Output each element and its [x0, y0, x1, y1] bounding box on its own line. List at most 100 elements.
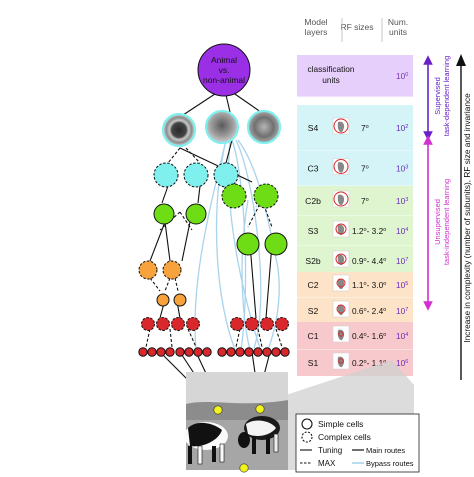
learning-arrows: Supervised task-dependent learning Unsup… [423, 54, 472, 380]
header-num: Num. [388, 17, 408, 27]
top-node-line2: vs. [219, 65, 230, 75]
band-c2 [297, 272, 413, 298]
c1-node [230, 317, 244, 331]
s1-node [156, 347, 166, 357]
c2b-node [253, 183, 279, 209]
layer-name: S3 [308, 226, 319, 236]
c3-node [213, 162, 239, 188]
c3-node [183, 162, 209, 188]
legend-simple-icon [301, 418, 313, 430]
layer-row-c2b: C2b 7o 103 [305, 190, 408, 208]
cow-right [238, 416, 280, 454]
layer-name: S2 [308, 306, 319, 316]
input-image [184, 372, 288, 473]
rf-circle [333, 191, 349, 207]
legend-main-routes: Main routes [366, 446, 405, 455]
c2-node [138, 260, 158, 280]
rf-size: 0.9o- 4.4o [352, 256, 386, 266]
rf-circle [338, 331, 344, 337]
cell-nodes [138, 162, 290, 357]
s1-node [202, 347, 212, 357]
supervised-sublabel: task-dependent learning [442, 56, 451, 136]
rf-size: 7o [361, 196, 369, 206]
s1-node [193, 347, 203, 357]
header-layers: layers [305, 27, 328, 37]
num-units: 106 [396, 358, 408, 368]
rf-circle [333, 118, 349, 134]
s1-node [165, 347, 175, 357]
s1-node [271, 347, 281, 357]
band-s2b [297, 246, 413, 276]
band-c2b [297, 186, 413, 216]
table-header: Model layers RF sizes Num. units [304, 17, 408, 42]
layer-row-s3: S3 1.2o- 3.2o 104 [308, 220, 408, 238]
band-c3 [297, 151, 413, 186]
band-classification [297, 55, 413, 97]
s1-node [217, 347, 227, 357]
top-node-line3: non-animal [203, 75, 245, 85]
num-units: 100 [396, 71, 408, 81]
s2b-node [264, 232, 288, 256]
band-s4 [297, 105, 413, 151]
num-units: 103 [396, 164, 408, 174]
c1-node [245, 317, 259, 331]
layer-name: C2b [305, 196, 321, 206]
animal-node [204, 109, 240, 145]
rf-circle [336, 278, 346, 288]
num-units: 103 [396, 196, 408, 206]
s1-node [280, 347, 290, 357]
c1-node [186, 317, 200, 331]
legend: Simple cells Complex cells Tuning MAX Ma… [295, 413, 420, 473]
s3-node [185, 203, 207, 225]
layer-bands [297, 55, 413, 376]
legend-complex-icon [301, 431, 313, 443]
s1-node [235, 347, 245, 357]
rf-circle [335, 223, 347, 235]
num-units: 107 [396, 256, 408, 266]
band-s3 [297, 216, 413, 246]
legend-bypass-routes: Bypass routes [366, 459, 414, 468]
legend-tuning: Tuning [318, 446, 342, 455]
rf-circle [333, 159, 349, 174]
layer-name: S1 [308, 358, 319, 368]
band-s2 [297, 298, 413, 324]
rf-circle [338, 358, 344, 364]
s1-node [138, 347, 148, 357]
unsupervised-label: Unsupervised [433, 199, 442, 245]
s2b-node [236, 232, 260, 256]
s1-node [184, 347, 194, 357]
s2-node [156, 293, 170, 307]
layer-row-s2b: S2b 0.9o- 4.4o 107 [305, 250, 408, 268]
c1-node [156, 317, 170, 331]
c3-node [153, 162, 179, 188]
num-units: 105 [396, 280, 408, 290]
num-units: 102 [396, 123, 408, 133]
s1-node [244, 347, 254, 357]
s1-node [175, 347, 185, 357]
s1-node [262, 347, 272, 357]
layer-name: S2b [305, 256, 321, 266]
top-node: Animal vs. non-animal [197, 43, 251, 97]
layer-name: classification [307, 64, 354, 74]
c1-node [141, 317, 155, 331]
rf-size: 7o [361, 164, 369, 174]
header-rf-sizes: RF sizes [340, 22, 373, 32]
s2-node [173, 293, 187, 307]
num-units: 104 [396, 226, 408, 236]
top-node-line1: Animal [211, 55, 237, 65]
s1-node [147, 347, 157, 357]
header-model: Model [304, 17, 327, 27]
legend-simple: Simple cells [318, 419, 363, 429]
tiger-node [246, 109, 282, 145]
header-units: units [389, 27, 407, 37]
rf-size: 1.2o- 3.2o [352, 226, 386, 236]
c2-node [162, 260, 182, 280]
legend-complex: Complex cells [318, 432, 371, 442]
